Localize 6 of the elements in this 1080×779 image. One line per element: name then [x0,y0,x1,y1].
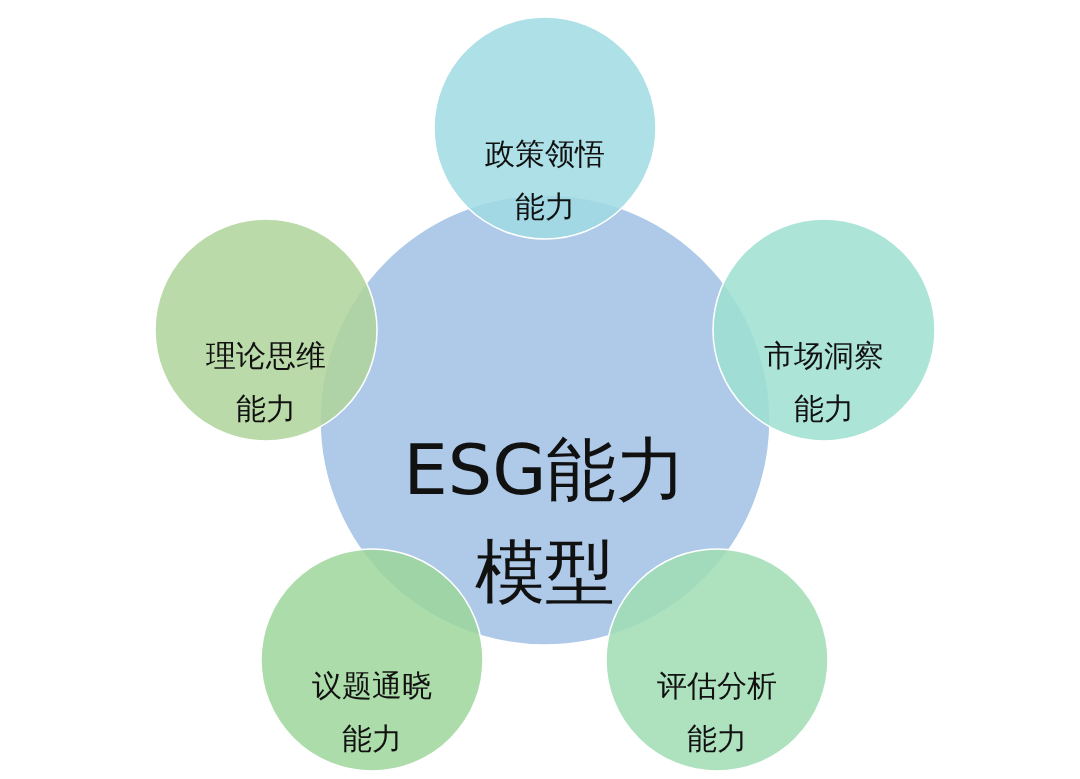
capability-label: 政策领悟能力 [484,135,606,226]
capability-label: 议题通晓能力 [311,667,433,758]
center-title: ESG能力模型 [402,428,688,615]
capability-label: 理论思维能力 [205,337,327,428]
capability-label: 市场洞察能力 [763,337,885,428]
capability-label: 评估分析能力 [656,667,778,758]
